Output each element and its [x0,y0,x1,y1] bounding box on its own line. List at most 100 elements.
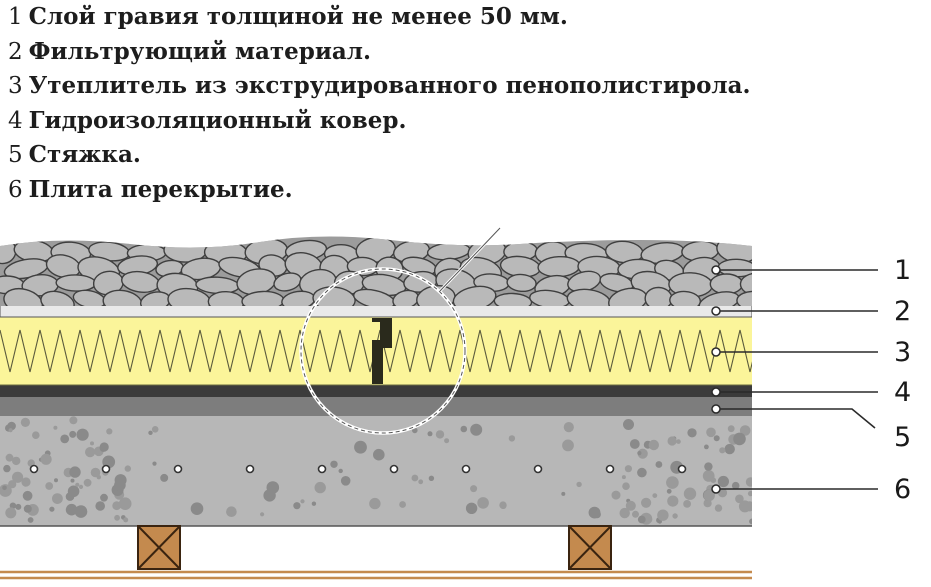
slab-aggregate [118,497,132,511]
slab-aggregate [477,497,489,509]
slab-aggregate [74,505,88,518]
slab-aggregate [427,431,433,437]
filter-layer [0,304,752,318]
legend-number: 4 [8,107,23,134]
joist-right [568,525,612,570]
gravel-stone [709,273,744,295]
slab-aggregate [676,439,681,444]
slab-aggregate [735,494,744,504]
slab-aggregate [75,482,80,487]
slab-aggregate [683,487,697,500]
legend-text: Плита перекрытие. [28,175,293,203]
slab-aggregate [226,506,237,517]
callout-lines [716,269,878,490]
insulation-joint [372,318,392,384]
legend-number: 6 [8,176,23,203]
slab-aggregate [69,416,78,425]
rebar-dot [245,464,255,474]
rebar-dot [605,464,615,474]
slab-aggregate [52,493,63,504]
rebar-dot [173,464,183,474]
floor-joists [0,525,752,580]
rebar-dot [389,464,399,474]
gravel-stone [55,274,97,292]
legend-text: Слой гравия толщиной не менее 50 мм. [28,3,568,30]
slab-aggregate [2,485,7,491]
slab-aggregate [399,501,406,508]
slab-aggregate [704,444,709,450]
slab-aggregate [703,489,715,502]
slab-aggregate [687,428,697,438]
slab-aggregate [641,497,652,508]
gravel-layer [0,236,795,306]
slab-aggregate [428,475,435,481]
legend-number: 2 [8,38,23,65]
legend-text: Гидроизоляционный ковер. [28,106,407,134]
slab-aggregate [22,490,33,501]
slab-aggregate [624,465,633,473]
slab-aggregate [648,439,659,451]
callout-3: 3 [894,337,911,368]
slab-aggregate [719,447,726,454]
legend-number: 3 [8,73,23,99]
slab-aggregate [45,482,54,490]
slab-aggregate [151,426,159,433]
slab-aggregate [411,474,419,482]
slab-aggregate [562,439,574,452]
slab-aggregate [652,493,658,498]
slab-aggregate [114,474,127,487]
slab-aggregate [623,419,634,430]
slab-aggregate [655,461,663,468]
callout-dots [711,265,721,494]
slab-aggregate [373,448,385,461]
slab-aggregate [747,490,752,497]
callout-2: 2 [894,296,911,327]
slab-aggregate [330,460,338,468]
slab-aggregate [100,493,108,502]
slab-aggregate [622,482,630,491]
slab-aggregate [666,488,672,494]
callout-numbers: 1 2 3 4 5 6 [894,255,911,505]
slab-aggregate [460,425,468,433]
gravel-stone [452,285,497,306]
slab-aggregate [637,451,642,456]
slab-aggregate [112,501,122,511]
gravel-stone [3,287,44,306]
slab-aggregate [611,490,621,500]
slab-aggregate [731,481,740,490]
slab-aggregate [666,476,679,489]
gravel-stone [752,238,783,264]
rebar-dot [317,464,327,474]
slab-aggregate [148,430,153,435]
slab-aggregate [563,422,574,433]
slab-aggregate [152,461,157,466]
slab-aggregate [621,509,628,516]
slab-aggregate [60,434,70,444]
slab-aggregate [27,517,34,523]
slab-aggregate [300,499,305,504]
legend-number: 1 [8,4,23,30]
rebar-dot [461,464,471,474]
slab-aggregate [354,440,367,454]
legend-text: Утеплитель из экструдированного пенополи… [28,72,751,99]
slab-aggregate [576,481,582,488]
rebar-dot [101,464,111,474]
legend-text: Фильтрующий материал. [28,37,372,65]
slab-aggregate [260,512,265,517]
slab-aggregate [369,497,381,510]
slab-aggregate [667,436,677,446]
slab-layer [0,416,752,526]
slab-aggregate [40,453,52,465]
slab-aggregate [293,502,301,510]
slab-aggregate [53,425,58,430]
gravel-stone [493,292,533,306]
slab-aggregate [435,430,445,439]
slab-aggregate [637,467,647,478]
slab-aggregate [32,431,40,440]
gravel-stone [752,252,795,284]
slab-aggregate [70,478,75,483]
